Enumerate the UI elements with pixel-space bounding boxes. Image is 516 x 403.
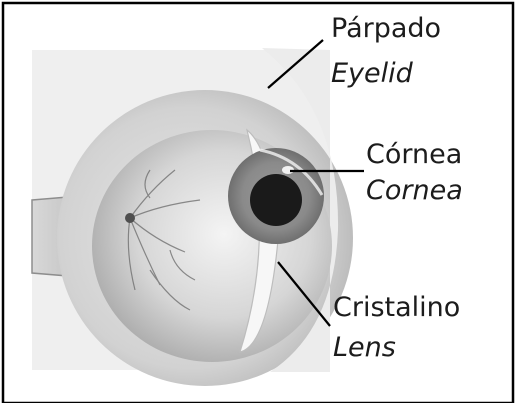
optic-disc bbox=[125, 213, 135, 223]
eyelid-label-es: Párpado bbox=[331, 15, 441, 42]
lens-label-en: Lens bbox=[333, 334, 396, 361]
eyelid-label-en: Eyelid bbox=[331, 60, 413, 87]
cornea-label-en: Cornea bbox=[366, 177, 463, 204]
pupil bbox=[250, 174, 302, 226]
cornea-label-es: Córnea bbox=[366, 141, 462, 168]
lens-label-es: Cristalino bbox=[333, 294, 460, 321]
